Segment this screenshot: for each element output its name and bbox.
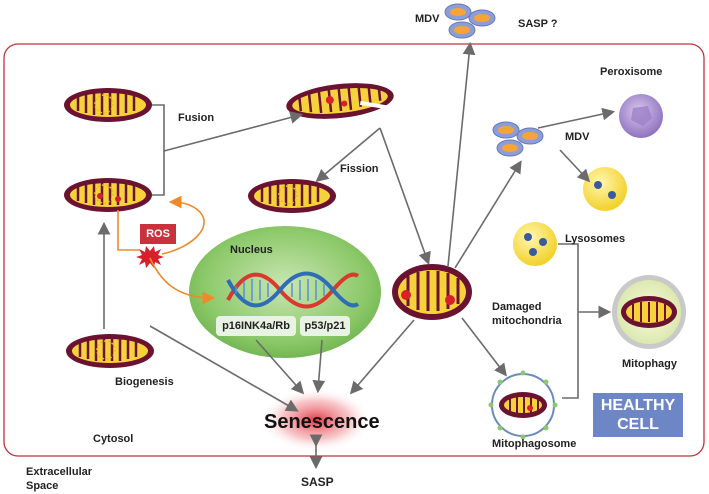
nucleus [189, 226, 381, 358]
label-mitophagosome: Mitophagosome [492, 438, 577, 450]
lysosome-bracket [558, 243, 579, 399]
healthy-line2: CELL [617, 416, 659, 433]
mdv-cluster-top [444, 3, 496, 39]
healthy-cell-box: HEALTHY CELL [593, 393, 683, 437]
arrow-fusion [163, 111, 304, 152]
ros-box: ROS [140, 224, 176, 244]
label-extracellular-line2: Space [26, 480, 59, 492]
arrow-p16-senescence [255, 339, 305, 395]
arrow-mitophagosome [461, 317, 507, 377]
label-mitophagy: Mitophagy [622, 358, 677, 370]
mitophagy-autolysosome [612, 275, 686, 349]
label-peroxisome: Peroxisome [600, 66, 663, 78]
mito-fused [286, 83, 398, 119]
lysosome-left [513, 222, 557, 266]
lysosome-right [583, 167, 627, 211]
arrow-peroxisome [537, 107, 616, 129]
peroxisome [619, 94, 663, 138]
label-mdv-top: MDV [415, 13, 440, 25]
mito-fission-result [246, 177, 338, 215]
arrow-ros-nucleus [117, 210, 212, 298]
mitophagosome [488, 370, 558, 440]
dna-helix-icon [226, 271, 360, 309]
mito-fusion-bottom [62, 176, 154, 214]
label-extracellular-line1: Extracellular [26, 466, 93, 478]
ros-burst-icon [136, 246, 164, 268]
label-biogenesis: Biogenesis [115, 376, 174, 388]
arrow-to-damaged [379, 127, 431, 266]
arrow-ros-loop [161, 195, 205, 255]
fusion-bracket [152, 104, 165, 196]
arrow-fission [315, 127, 381, 183]
label-p16: p16INK4a/Rb [216, 316, 296, 336]
label-senescence: Senescence [264, 411, 380, 433]
arrow-lysosome [559, 149, 591, 183]
mito-fusion-top [62, 86, 154, 124]
label-fusion: Fusion [178, 112, 215, 124]
label-damaged-line2: mitochondria [492, 315, 562, 327]
label-mdv-right: MDV [565, 131, 590, 143]
label-cytosol: Cytosol [93, 433, 134, 445]
mito-damaged [392, 264, 472, 320]
label-sasp: SASP [301, 475, 334, 489]
label-sasp-question: SASP ? [518, 18, 558, 30]
cell-membrane [3, 43, 705, 457]
label-damaged-line1: Damaged [492, 301, 542, 313]
arrow-mdv-right [454, 160, 522, 269]
label-p53: p53/p21 [300, 316, 350, 336]
label-fission: Fission [340, 163, 379, 175]
arrow-damaged-senescence [349, 319, 415, 395]
label-lysosomes: Lysosomes [565, 233, 626, 245]
mdv-cluster-right [492, 121, 544, 157]
mito-biogenesis [64, 332, 156, 370]
arrow-mdv-top [447, 41, 476, 267]
label-nucleus: Nucleus [230, 244, 273, 256]
arrow-cytosol-senescence [149, 325, 299, 412]
healthy-line1: HEALTHY [600, 397, 676, 414]
arrow-p53-senescence [312, 339, 326, 394]
